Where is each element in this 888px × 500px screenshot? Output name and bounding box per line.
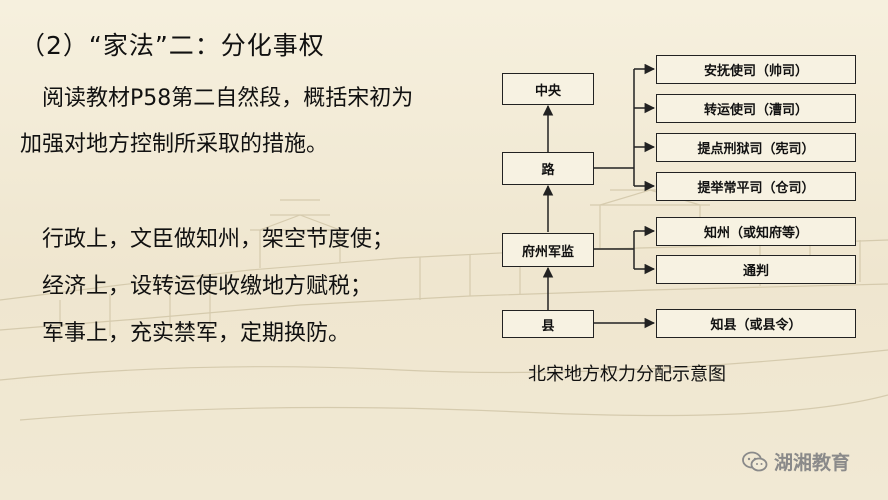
measure-military: 军事上，充实禁军，定期换防。 [42, 321, 351, 346]
node-zhuanyun-si: 转运使司（漕司） [656, 94, 856, 123]
measure-administrative: 行政上，文臣做知州，架空节度使； [42, 227, 395, 252]
diagram-caption: 北宋地方权力分配示意图 [528, 364, 726, 385]
node-zhizhou: 知州（或知府等） [656, 217, 856, 246]
node-tiju-changping-si: 提举常平司（仓司） [656, 172, 856, 201]
node-lu: 路 [502, 152, 594, 185]
node-zhixian: 知县（或县令） [656, 309, 856, 338]
node-county: 县 [502, 310, 594, 338]
measure-economic: 经济上，设转运使收缴地方赋税； [42, 274, 373, 299]
measures-list: 行政上，文臣做知州，架空节度使； 经济上，设转运使收缴地方赋税； 军事上，充实禁… [42, 216, 394, 357]
node-tidian-xingyu-si: 提点刑狱司（宪司） [656, 133, 856, 162]
instruction-line-2: 加强对地方控制所采取的措施。 [20, 132, 329, 157]
instruction-paragraph: 阅读教材P58第二自然段，概括宋初为 加强对地方控制所采取的措施。 [20, 76, 490, 168]
instruction-line-1: 阅读教材P58第二自然段，概括宋初为 [42, 86, 414, 111]
watermark-text: 湖湘教育 [774, 452, 851, 474]
node-fuzhou: 府州军监 [502, 233, 594, 267]
node-anfu-si: 安抚使司（帅司） [656, 55, 856, 84]
slide-title: （2）“家法”二：分化事权 [20, 31, 325, 60]
node-tongpan: 通判 [656, 255, 856, 284]
watermark: 湖湘教育 [742, 448, 850, 475]
wechat-icon [742, 451, 768, 471]
node-central: 中央 [502, 73, 594, 105]
